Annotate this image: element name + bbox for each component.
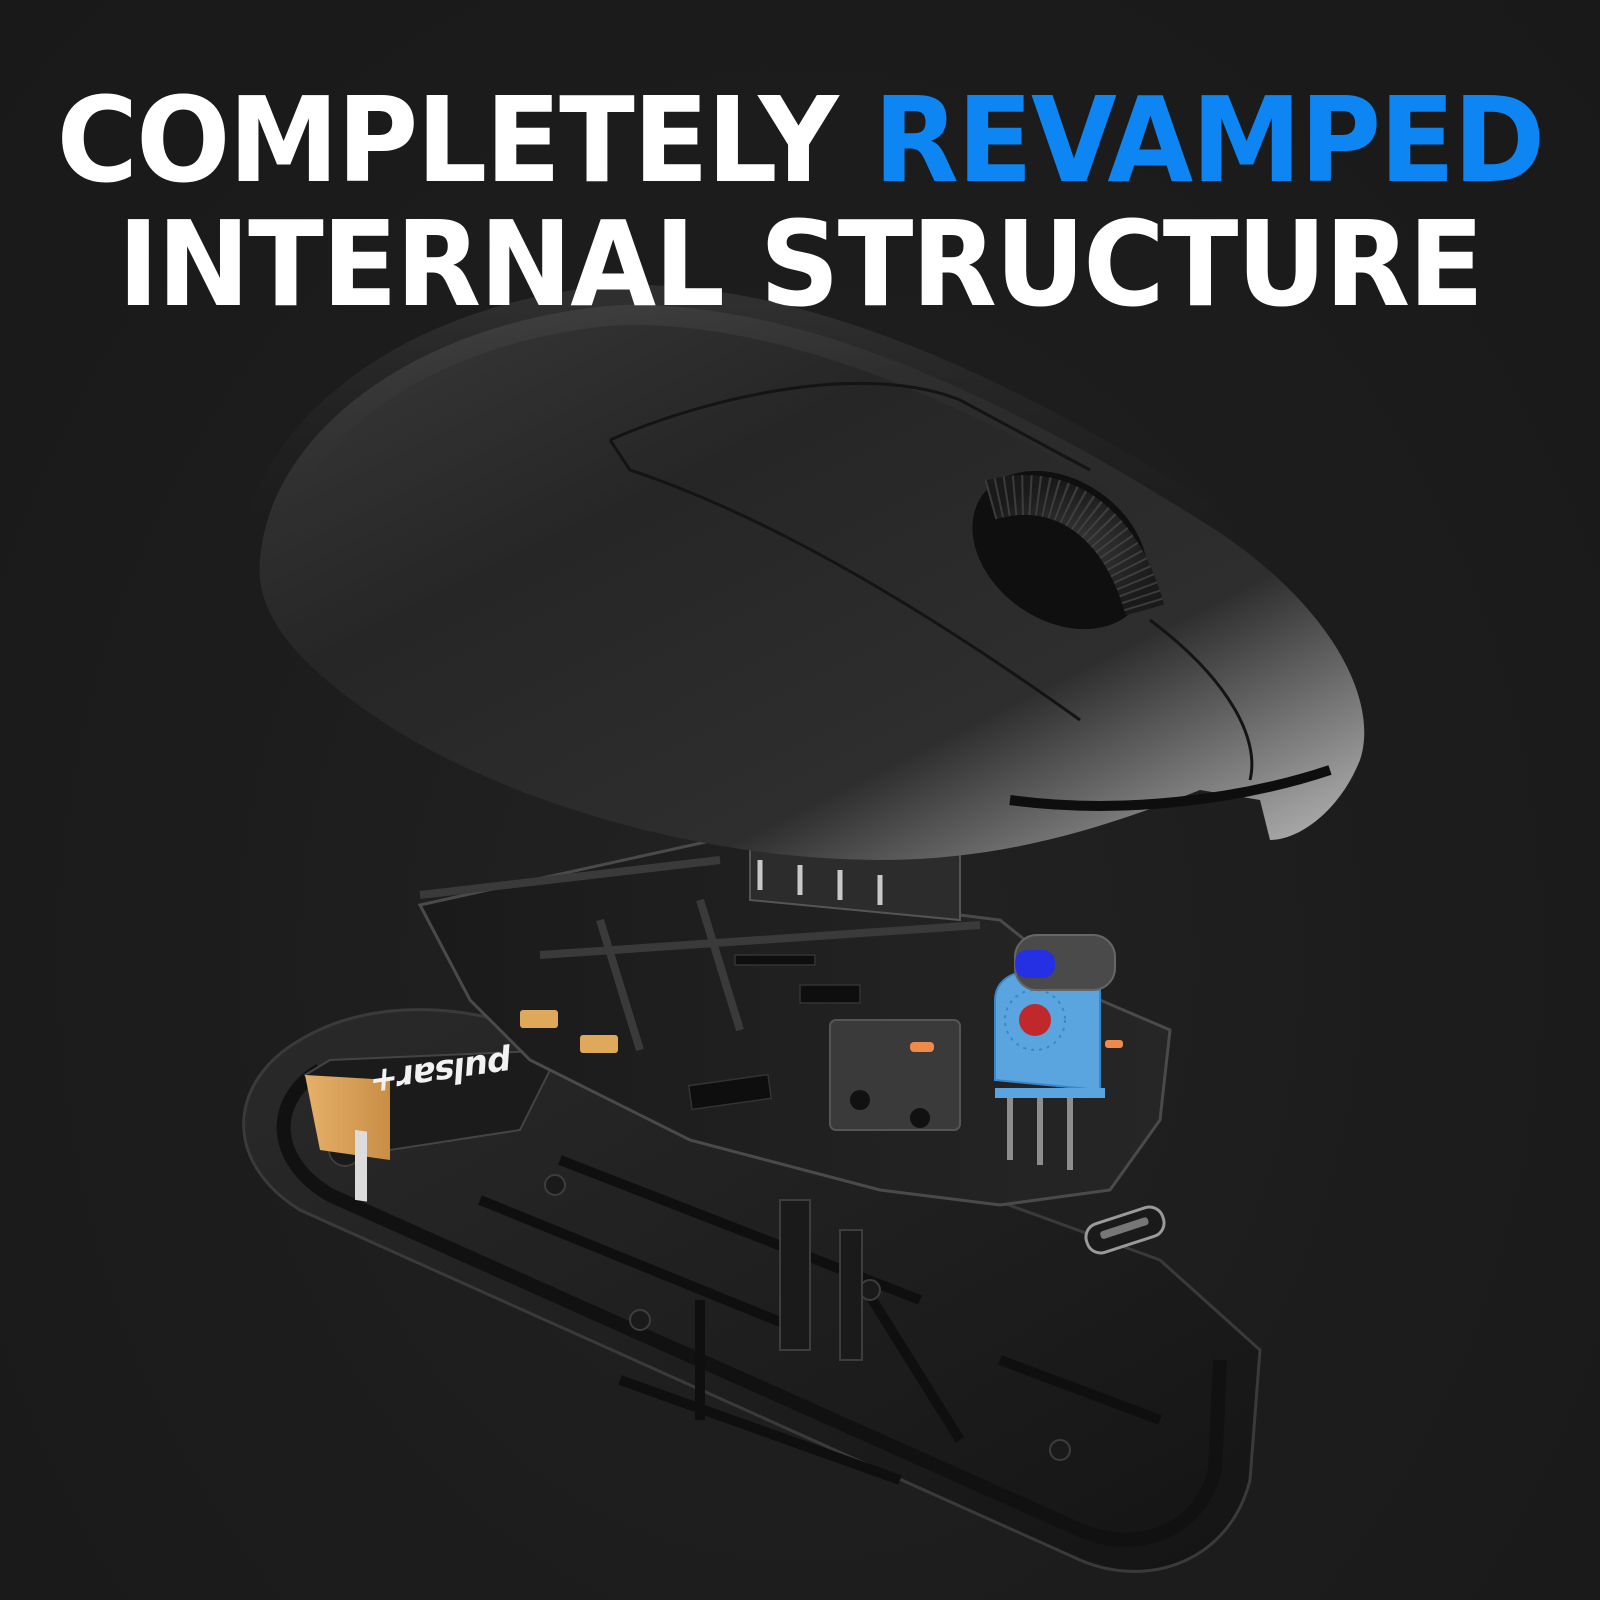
scroll-wheel [972,470,1165,630]
pcb [417,828,1172,1255]
side-button-led [1014,934,1116,991]
battery [303,1048,562,1202]
top-shell [240,284,1365,860]
headline-accent: REVAMPED [873,71,1546,209]
headline-prefix: COMPLETELY [56,71,839,209]
headline: COMPLETELY REVAMPED INTERNAL STRUCTURE [0,78,1600,326]
side-switch [829,1019,961,1131]
headline-line-1: COMPLETELY REVAMPED [48,78,1552,202]
scroll-encoder [994,970,1123,1170]
usb-c-port [1084,1205,1166,1255]
headline-line-2: INTERNAL STRUCTURE [117,195,1484,333]
